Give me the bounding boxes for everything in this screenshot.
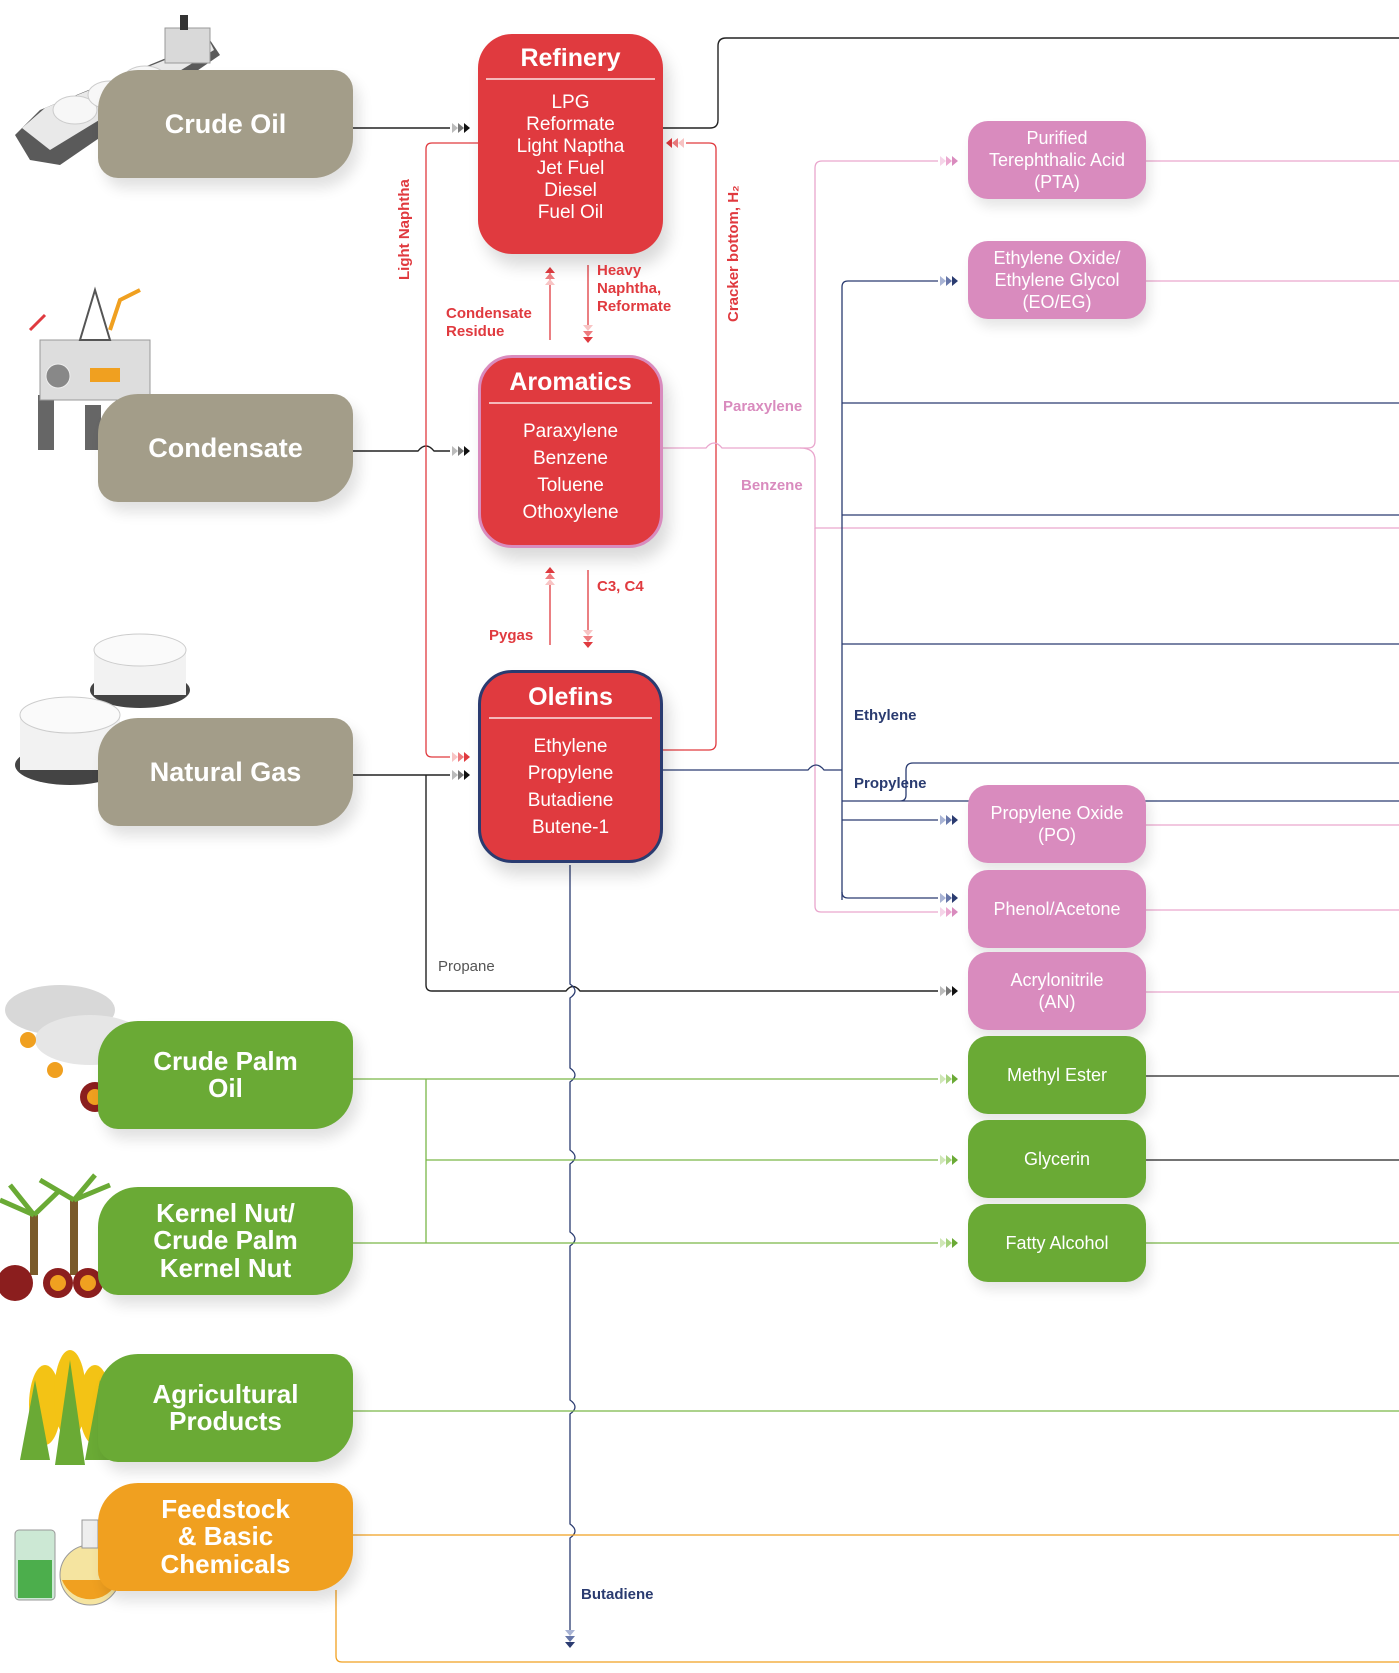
source-kernel-nut: Kernel Nut/ Crude Palm Kernel Nut (98, 1187, 353, 1295)
olefins-items: Ethylene Propylene Butadiene Butene-1 (481, 719, 660, 841)
product-eoeg-line3: (EO/EG) (1022, 292, 1092, 312)
product-fatty-alcohol-label: Fatty Alcohol (1005, 1233, 1109, 1253)
source-kernel-nut-line3: Kernel Nut (159, 1252, 292, 1283)
product-methyl-ester-label: Methyl Ester (1006, 1065, 1108, 1085)
label-condensate-residue: Condensate Residue (446, 305, 532, 341)
label-ethylene: Ethylene (854, 707, 917, 724)
product-po-line2: (PO) (1038, 825, 1076, 845)
refinery-item: Jet Fuel (536, 158, 605, 179)
refinery-title: Refinery (486, 34, 655, 80)
product-methyl-ester: Methyl Ester (968, 1036, 1146, 1114)
product-pta-line2: Terephthalic Acid (988, 150, 1126, 170)
process-refinery: Refinery LPG Reformate Light Naptha Jet … (478, 34, 663, 254)
chemical-flasks-icon (14, 1519, 121, 1606)
source-condensate-label: Condensate (148, 432, 303, 463)
product-glycerin: Glycerin (968, 1120, 1146, 1198)
source-feedstock-line1: Feedstock (161, 1494, 290, 1525)
refinery-item: Fuel Oil (537, 202, 604, 223)
label-light-naphtha: Light Naphtha (396, 179, 413, 280)
source-agricultural-line1: Agricultural (152, 1378, 299, 1409)
label-condensate-residue-line1: Condensate (446, 305, 532, 322)
olefins-item: Butene-1 (531, 817, 610, 838)
product-acrylonitrile: Acrylonitrile (AN) (968, 952, 1146, 1030)
source-agricultural-products: Agricultural Products (98, 1354, 353, 1462)
olefins-item: Propylene (527, 763, 614, 784)
product-fatty-alcohol: Fatty Alcohol (968, 1204, 1146, 1282)
label-propylene: Propylene (854, 775, 927, 792)
label-propane: Propane (438, 958, 495, 975)
label-butadiene: Butadiene (581, 1586, 654, 1603)
olefins-item: Ethylene (533, 736, 608, 757)
product-phenol-line1: Phenol/Acetone (993, 899, 1121, 919)
label-paraxylene: Paraxylene (723, 398, 803, 415)
source-crude-oil: Crude Oil (98, 70, 353, 178)
source-crude-oil-label: Crude Oil (164, 108, 287, 139)
label-heavy-naphtha-line3: Reformate (597, 298, 672, 315)
offshore-platform-icon (28, 286, 151, 450)
aromatics-item: Paraxylene (522, 421, 619, 442)
refinery-item: LPG (551, 92, 590, 113)
product-glycerin-label: Glycerin (1023, 1149, 1090, 1169)
label-heavy-naphtha-line2: Naphtha, (597, 280, 662, 297)
product-po: Propylene Oxide (PO) (968, 785, 1146, 863)
source-condensate: Condensate (98, 394, 353, 502)
corn-icon (20, 1350, 115, 1465)
product-pta-line3: (PTA) (1034, 172, 1080, 192)
source-feedstock-line2: & Basic (177, 1521, 274, 1552)
source-feedstock: Feedstock & Basic Chemicals (98, 1483, 353, 1591)
refinery-items: LPG Reformate Light Naptha Jet Fuel Dies… (478, 80, 663, 224)
palm-trees-icon (0, 1173, 111, 1301)
label-cracker-bottom: Cracker bottom, H₂ (725, 185, 742, 322)
product-po-line1: Propylene Oxide (990, 803, 1124, 823)
refinery-item: Light Naptha (516, 136, 625, 157)
product-pta: Purified Terephthalic Acid (PTA) (968, 121, 1146, 199)
product-pta-line1: Purified (1026, 128, 1088, 148)
aromatics-items: Paraxylene Benzene Toluene Othoxylene (481, 404, 660, 526)
product-an-line2: (AN) (1038, 992, 1076, 1012)
aromatics-item: Benzene (532, 448, 608, 469)
source-natural-gas-label: Natural Gas (149, 756, 302, 787)
product-eoeg: Ethylene Oxide/ Ethylene Glycol (EO/EG) (968, 241, 1146, 319)
aromatics-item: Othoxylene (522, 502, 619, 523)
process-olefins: Olefins Ethylene Propylene Butadiene But… (478, 670, 663, 863)
label-c3c4: C3, C4 (597, 578, 644, 595)
product-eoeg-line2: Ethylene Glycol (994, 270, 1120, 290)
label-benzene: Benzene (741, 477, 803, 494)
aromatics-item: Toluene (537, 475, 604, 496)
aromatics-title: Aromatics (489, 358, 652, 404)
product-an-line1: Acrylonitrile (1010, 970, 1104, 990)
label-pygas: Pygas (489, 627, 534, 644)
product-eoeg-line1: Ethylene Oxide/ (993, 248, 1121, 268)
product-phenol-acetone: Phenol/Acetone (968, 870, 1146, 948)
olefins-item: Butadiene (527, 790, 614, 811)
refinery-item: Reformate (526, 114, 615, 135)
label-condensate-residue-line2: Residue (446, 323, 505, 340)
label-heavy-naphtha: Heavy Naphtha, Reformate (597, 262, 671, 316)
process-aromatics: Aromatics Paraxylene Benzene Toluene Oth… (478, 355, 663, 548)
refinery-item: Diesel (544, 180, 597, 201)
olefins-title: Olefins (489, 673, 652, 719)
source-natural-gas: Natural Gas (98, 718, 353, 826)
source-crude-palm-oil-line1: Crude Palm (153, 1045, 298, 1076)
source-kernel-nut-line1: Kernel Nut/ (156, 1198, 295, 1229)
source-crude-palm-oil-line2: Oil (208, 1073, 243, 1103)
label-heavy-naphtha-line1: Heavy (597, 262, 642, 279)
source-agricultural-line2: Products (169, 1406, 282, 1436)
source-kernel-nut-line2: Crude Palm (153, 1225, 298, 1256)
source-feedstock-line3: Chemicals (160, 1548, 291, 1579)
source-crude-palm-oil: Crude Palm Oil (98, 1021, 353, 1129)
